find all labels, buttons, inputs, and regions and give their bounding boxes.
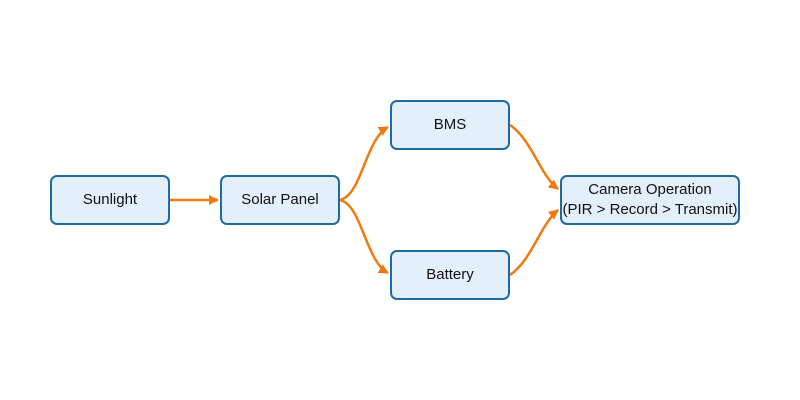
- node-camera-label-line1: Camera Operation: [588, 181, 712, 198]
- node-bms: BMS: [390, 100, 510, 150]
- node-solar-panel-label: Solar Panel: [241, 191, 319, 208]
- edge-solar-panel-to-bms: [339, 125, 389, 202]
- node-sunlight: Sunlight: [50, 175, 170, 225]
- node-bms-label: BMS: [433, 116, 467, 133]
- node-camera-label-line2: (PIR > Record > Transmit): [562, 201, 738, 218]
- edge-bms-to-camera: [509, 123, 559, 190]
- node-camera-operation: Camera Operation (PIR > Record > Transmi…: [560, 175, 740, 225]
- edge-battery-to-camera: [509, 209, 559, 277]
- edge-solar-panel-to-battery: [339, 198, 389, 275]
- node-battery-label: Battery: [426, 266, 474, 283]
- node-sunlight-label: Sunlight: [82, 191, 138, 208]
- node-battery: Battery: [390, 250, 510, 300]
- node-solar-panel: Solar Panel: [220, 175, 340, 225]
